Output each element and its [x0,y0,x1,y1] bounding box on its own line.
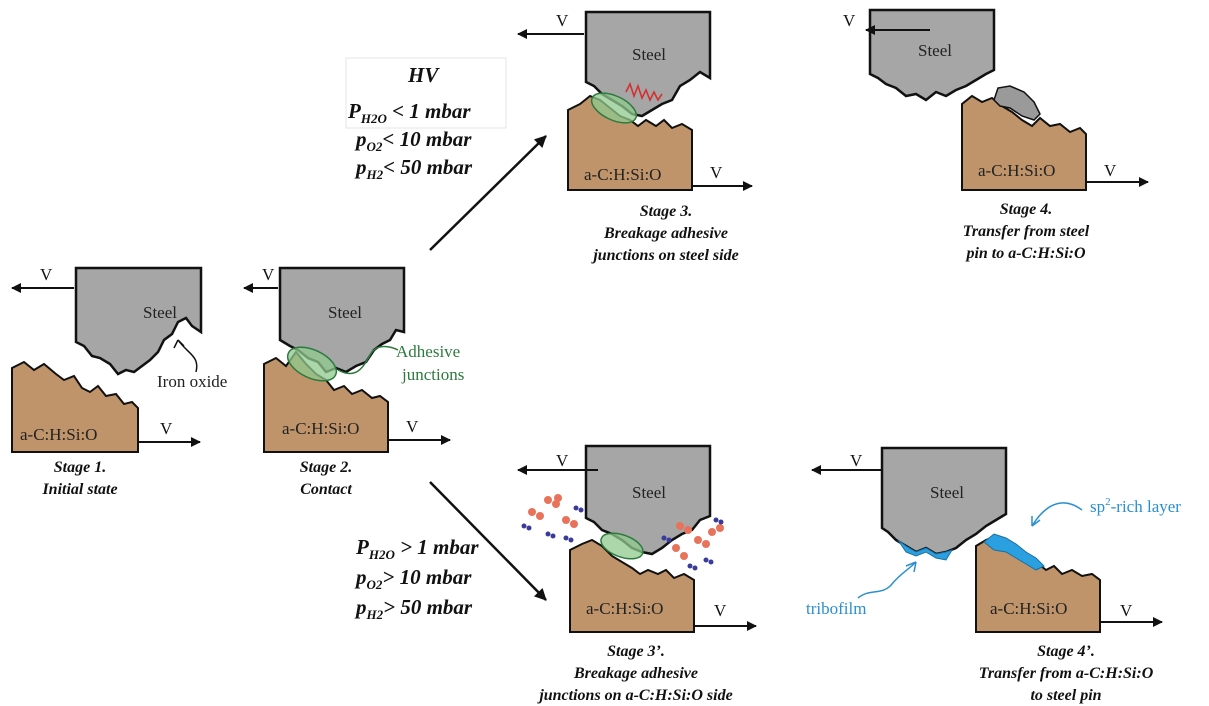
sp2-layer-label: sp2-rich layer [1090,496,1181,516]
sp2-pointer-head [1031,516,1041,527]
stage-4-subtitle-1: Transfer from steel [963,223,1090,240]
stage-2-adhesive-junction [286,346,338,382]
stage-3-red-debris [625,81,663,102]
stage-4-substrate-velocity-label: V [1104,161,1117,180]
stage-2-panel: Steel a-C:H:Si:O V V Adhesive junctions … [243,265,464,498]
stage-2-title: Stage 2. [300,459,352,476]
stage-4-prime-steel-label: Steel [930,483,964,502]
hp-line-1: PH2O > 1 mbar [355,535,479,562]
stage-3-prime-steel-label: Steel [632,483,666,502]
branch-arrow-up [429,135,547,251]
stage-3-prime-substrate-label: a-C:H:Si:O [586,599,663,618]
stage-3-prime-molecules-right [661,517,724,571]
stage-1-title: Stage 1. [54,459,106,476]
stage-1-steel-velocity-label: V [40,265,53,284]
branch-arrow-down [429,481,547,601]
stage-4-prime-steel-velocity-label: V [850,451,863,470]
stage-3-subtitle-2: junctions on steel side [590,247,738,264]
adhesive-junctions-pointer [337,345,399,375]
stage-4-prime-panel: Steel a-C:H:Si:O V V sp2-rich layer trib… [806,446,1181,704]
stage-1-steel [74,266,203,376]
stage-3-title: Stage 3. [640,203,692,220]
hv-line-2: pO2< 10 mbar [354,127,472,154]
stage-2-steel-velocity-label: V [262,265,275,284]
tribofilm-layer [897,539,954,561]
stage-4-title: Stage 4. [1000,201,1052,218]
tribofilm-label: tribofilm [806,599,866,618]
hv-line-3: pH2< 50 mbar [354,155,473,182]
stage-3-prime-steel-velocity-label: V [556,451,569,470]
stage-3-steel [584,10,712,118]
stage-3-substrate-label: a-C:H:Si:O [584,165,661,184]
hv-conditions: HV PH2O < 1 mbar pO2< 10 mbar pH2< 50 mb… [345,57,507,182]
stage-2-subtitle: Contact [300,481,352,498]
hv-conditions-box [345,57,507,129]
stage-3-prime-subtitle-2: junctions on a-C:H:Si:O side [536,687,732,704]
stage-1-substrate-label: a-C:H:Si:O [20,425,97,444]
adhesive-junctions-label-2: junctions [401,365,464,384]
stage-3-prime-panel: Steel a-C:H:Si:O V V Stage 3’. Breakage … [517,444,757,704]
stage-3-substrate-velocity-label: V [710,163,723,182]
stage-4-transferred-material [993,85,1041,121]
hp-line-2: pO2> 10 mbar [354,565,472,592]
stage-4-prime-title: Stage 4’. [1037,643,1095,660]
high-pressure-conditions: PH2O > 1 mbar pO2> 10 mbar pH2> 50 mbar [354,535,479,622]
hv-line-1: PH2O < 1 mbar [347,99,471,126]
stage-3-subtitle-1: Breakage adhesive [603,225,728,242]
stage-2-substrate-velocity-label: V [406,417,419,436]
stage-3-adhesive-junction [590,92,638,124]
stage-4-substrate-label: a-C:H:Si:O [978,161,1055,180]
stage-2-steel-label: Steel [328,303,362,322]
sp2-pointer [1031,502,1083,527]
hp-line-3: pH2> 50 mbar [354,595,473,622]
sp2-rich-layer [983,533,1045,571]
stage-1-panel: Steel a-C:H:Si:O V V Iron oxide Stage 1.… [11,265,227,498]
iron-oxide-label: Iron oxide [157,372,227,391]
stage-2-substrate [263,350,389,453]
stage-1-steel-label: Steel [143,303,177,322]
stage-3-prime-molecules-left [521,494,584,543]
stage-3-prime-title: Stage 3’. [607,643,665,660]
stage-4-prime-substrate-velocity-label: V [1120,601,1133,620]
stage-3-prime-substrate [569,538,695,633]
stage-1-subtitle: Initial state [41,481,117,498]
stage-3-steel-velocity-label: V [556,11,569,30]
stage-4-steel [868,8,996,102]
stage-1-substrate [11,360,139,453]
iron-oxide-pointer-head [173,339,185,349]
stage-4-steel-velocity-label: V [843,11,856,30]
stage-2-substrate-label: a-C:H:Si:O [282,419,359,438]
adhesive-junctions-label-1: Adhesive [396,342,460,361]
hv-title: HV [407,63,440,87]
stage-4-steel-label: Steel [918,41,952,60]
stage-3-prime-subtitle-1: Breakage adhesive [573,665,698,682]
stage-3-panel: Steel a-C:H:Si:O V V Stage 3. Breakage a… [517,10,753,264]
tribofilm-pointer-head [905,561,917,573]
stage-3-prime-substrate-velocity-label: V [714,601,727,620]
stage-4-prime-subtitle-2: to steel pin [1030,687,1101,704]
stage-3-steel-label: Steel [632,45,666,64]
stage-3-prime-adhesive-junction [600,532,644,560]
stage-4-panel: Steel a-C:H:Si:O V V Stage 4. Transfer f… [843,8,1149,262]
stage-1-substrate-velocity-label: V [160,419,173,438]
iron-oxide-pointer [177,339,198,373]
stage-4-substrate [961,94,1087,191]
tribofilm-pointer [857,561,917,599]
stage-3-substrate [567,94,693,191]
stage-4-prime-subtitle-1: Transfer from a-C:H:Si:O [979,665,1154,682]
stage-4-prime-substrate-label: a-C:H:Si:O [990,599,1067,618]
stage-4-subtitle-2: pin to a-C:H:Si:O [964,245,1086,262]
